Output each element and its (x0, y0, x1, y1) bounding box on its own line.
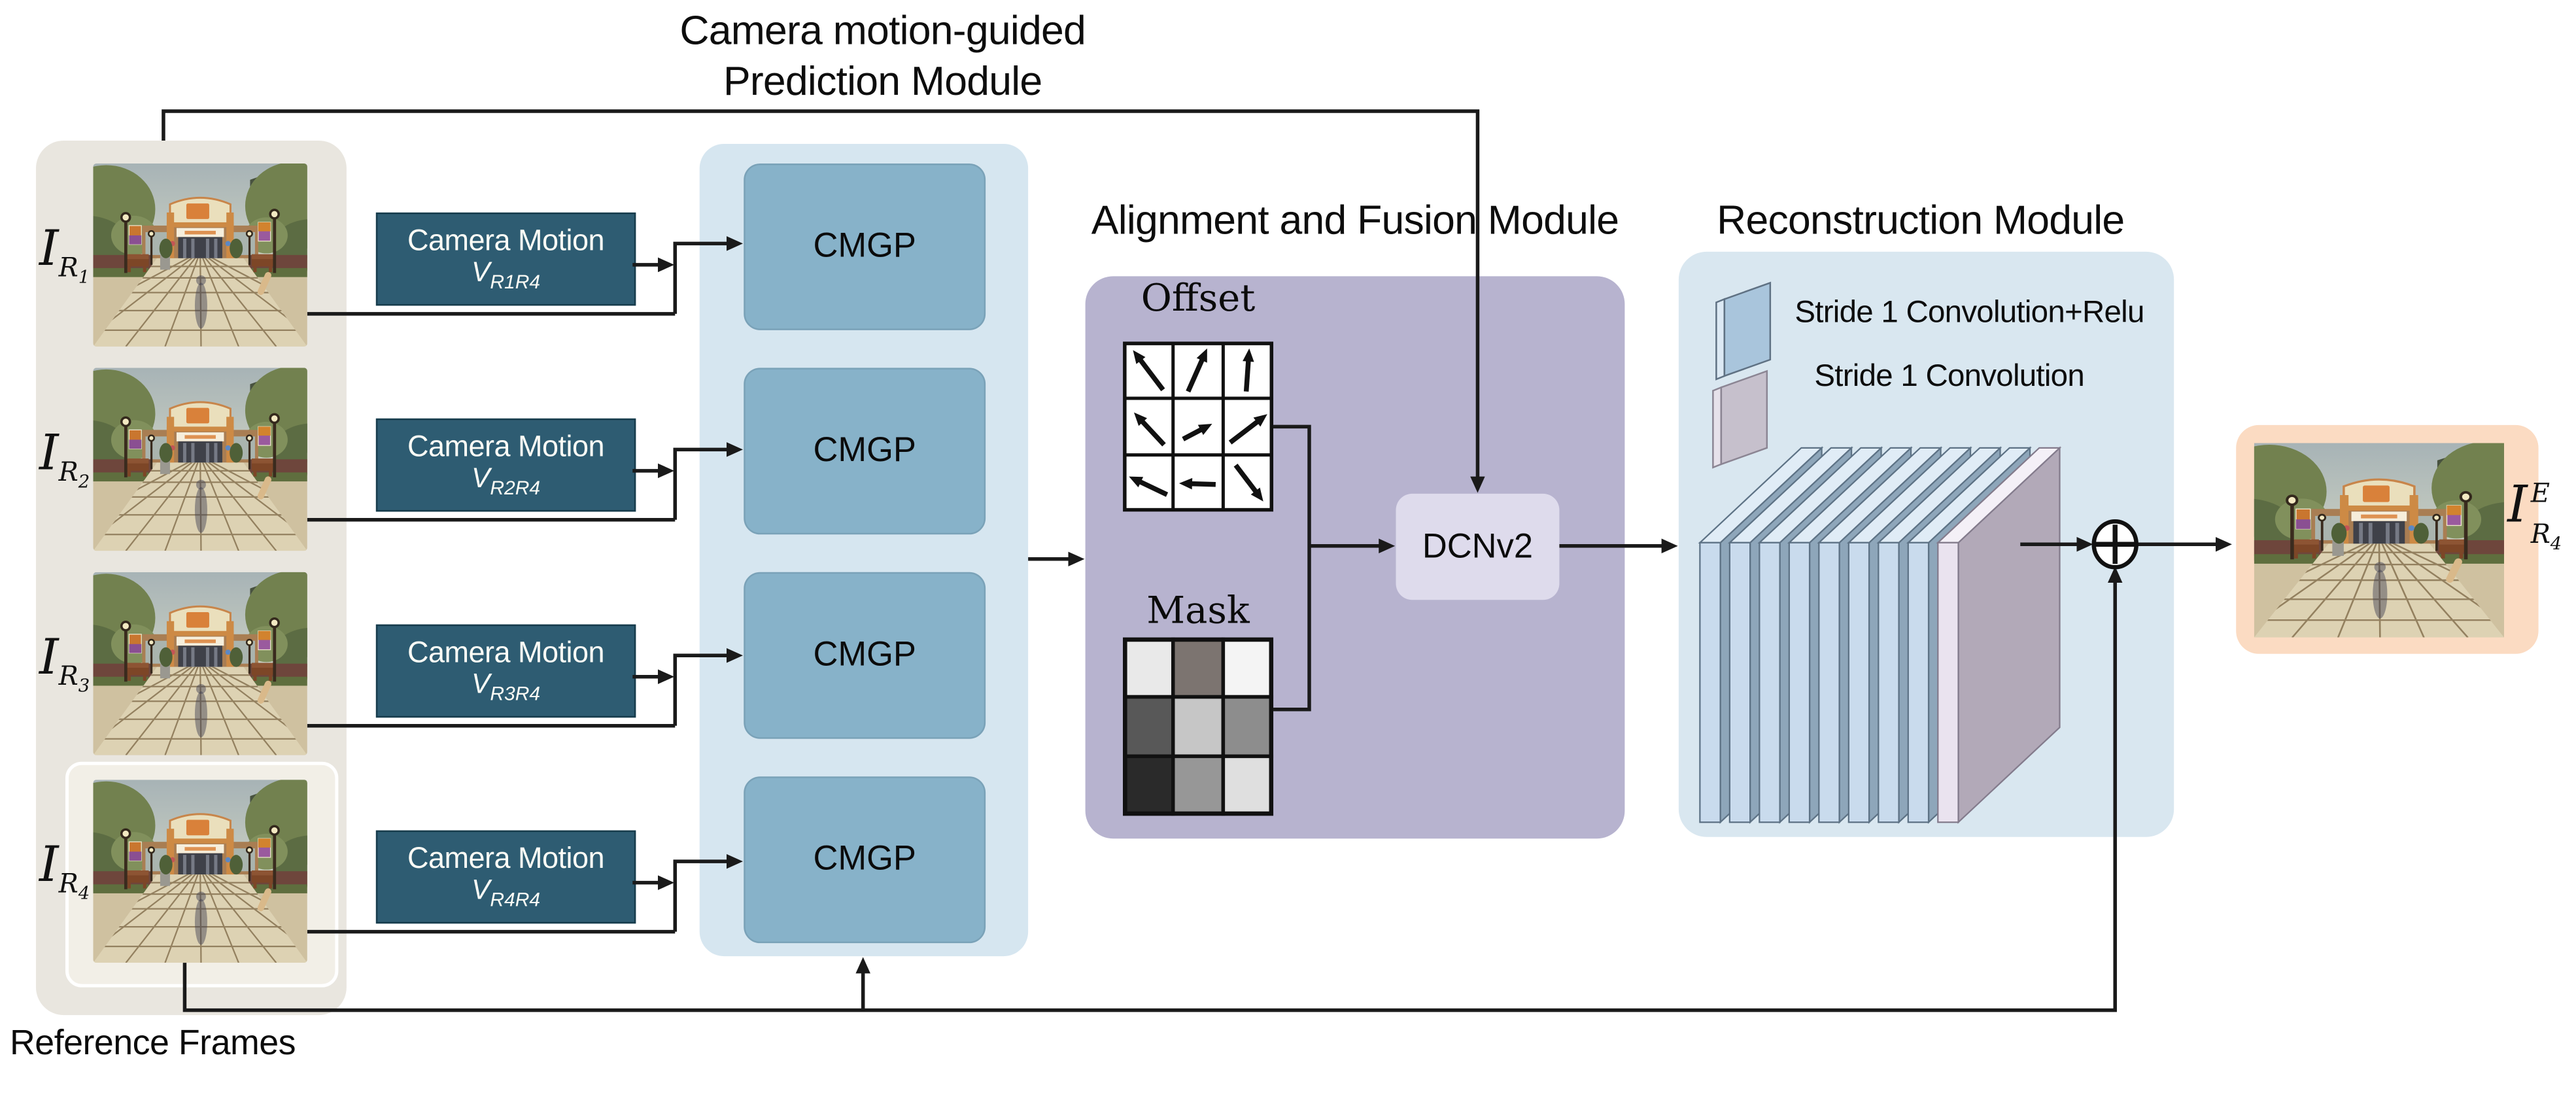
conv-legend-label: Stride 1 Convolution (1814, 359, 2085, 394)
reference-frame-3 (93, 572, 307, 755)
mask-label: Mask (1146, 590, 1250, 633)
frame-3-image (93, 572, 307, 755)
prediction-module-title-line1: Camera motion-guided (679, 8, 1086, 54)
prediction-module-title: Camera motion-guided Prediction Module (621, 7, 1144, 108)
dcnv2-box: DCNv2 (1396, 493, 1560, 600)
frame-1-image (93, 164, 307, 347)
offset-grid (1123, 341, 1274, 512)
alignment-module-title: Alignment and Fusion Module (1091, 198, 1619, 244)
conv-legend-icon (1712, 370, 1768, 469)
frame-label-1-base: I (39, 220, 59, 278)
frame-label-2: IR2 (39, 424, 90, 492)
frame-label-3: IR3 (39, 629, 90, 697)
conv-relu-legend-label: Stride 1 Convolution+Relu (1795, 296, 2144, 330)
cmgp-box-4: CMGP (744, 776, 986, 944)
frame-2-image (93, 368, 307, 551)
frame-label-1-index: 1 (78, 266, 90, 288)
mask-grid (1123, 637, 1274, 816)
output-label-sup: E (2530, 477, 2550, 509)
cmgp-box-1: CMGP (744, 163, 986, 330)
reconstruction-module-title: Reconstruction Module (1717, 198, 2125, 244)
cmgp-box-2: CMGP (744, 368, 986, 535)
prediction-module-title-line2: Prediction Module (723, 58, 1042, 105)
camera-motion-1-symbol: VR1R4 (472, 256, 541, 293)
reference-frames-caption: Reference Frames (9, 1023, 296, 1063)
output-label-sub: R4 (2530, 517, 2562, 555)
convolution-stack (1698, 446, 2062, 824)
reference-frame-4 (93, 780, 307, 963)
reference-frame-2 (93, 368, 307, 551)
output-label: I E R4 (2507, 477, 2562, 556)
cmgp-box-3: CMGP (744, 572, 986, 739)
camera-motion-box-2: Camera Motion VR2R4 (375, 418, 636, 512)
camera-motion-box-3: Camera Motion VR3R4 (375, 624, 636, 718)
frame-label-4: IR4 (39, 836, 90, 904)
camera-motion-box-4: Camera Motion VR4R4 (375, 830, 636, 924)
reference-frame-1 (93, 164, 307, 347)
frame-label-1-sub: R (58, 251, 78, 283)
camera-motion-1-title: Camera Motion (407, 223, 605, 256)
conv-relu-legend-icon (1715, 281, 1772, 381)
camera-motion-box-1: Camera Motion VR1R4 (375, 212, 636, 306)
output-frame-image (2254, 443, 2504, 637)
offset-label: Offset (1141, 277, 1256, 320)
frame-label-1: IR1 (39, 225, 95, 303)
frame-4-image (93, 780, 307, 963)
